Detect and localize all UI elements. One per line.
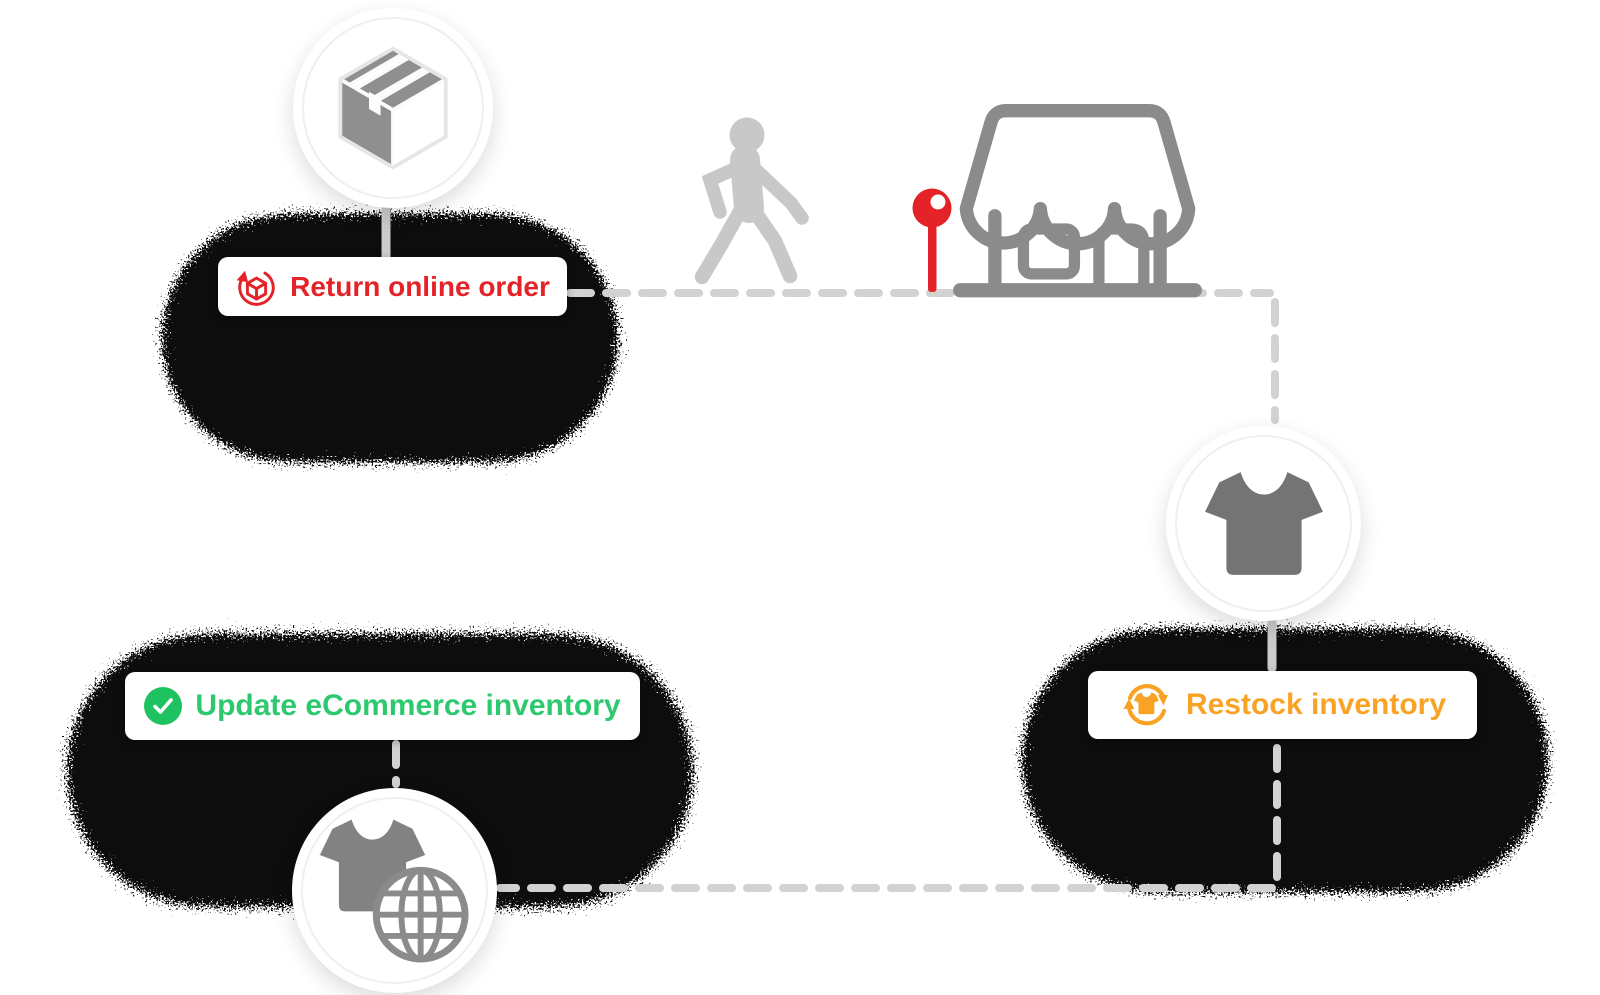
location-pin-icon — [912, 188, 952, 292]
tshirt-node — [1166, 426, 1361, 621]
update-ecommerce-inventory-label: Update eCommerce inventory — [125, 672, 640, 740]
package-box-icon — [338, 46, 448, 170]
tshirt-icon — [1204, 471, 1323, 575]
walking-person-icon — [694, 117, 809, 285]
tshirt-globe-icon — [319, 819, 469, 963]
return-online-order-label: Return online order — [218, 257, 567, 316]
restock-cycle-icon — [1123, 684, 1168, 726]
update-ecommerce-inventory-text: Update eCommerce inventory — [195, 689, 621, 722]
return-order-icon — [236, 270, 275, 306]
ecommerce-node — [292, 788, 497, 993]
noise-blob-bottom-right — [1020, 628, 1550, 893]
check-circle-icon — [144, 687, 183, 725]
storefront-icon — [953, 104, 1202, 298]
package-node — [293, 8, 493, 208]
restock-inventory-label: Restock inventory — [1088, 671, 1477, 739]
restock-inventory-text: Restock inventory — [1185, 688, 1447, 721]
return-online-order-text: Return online order — [290, 270, 550, 302]
noise-blob-top-left — [160, 213, 620, 463]
